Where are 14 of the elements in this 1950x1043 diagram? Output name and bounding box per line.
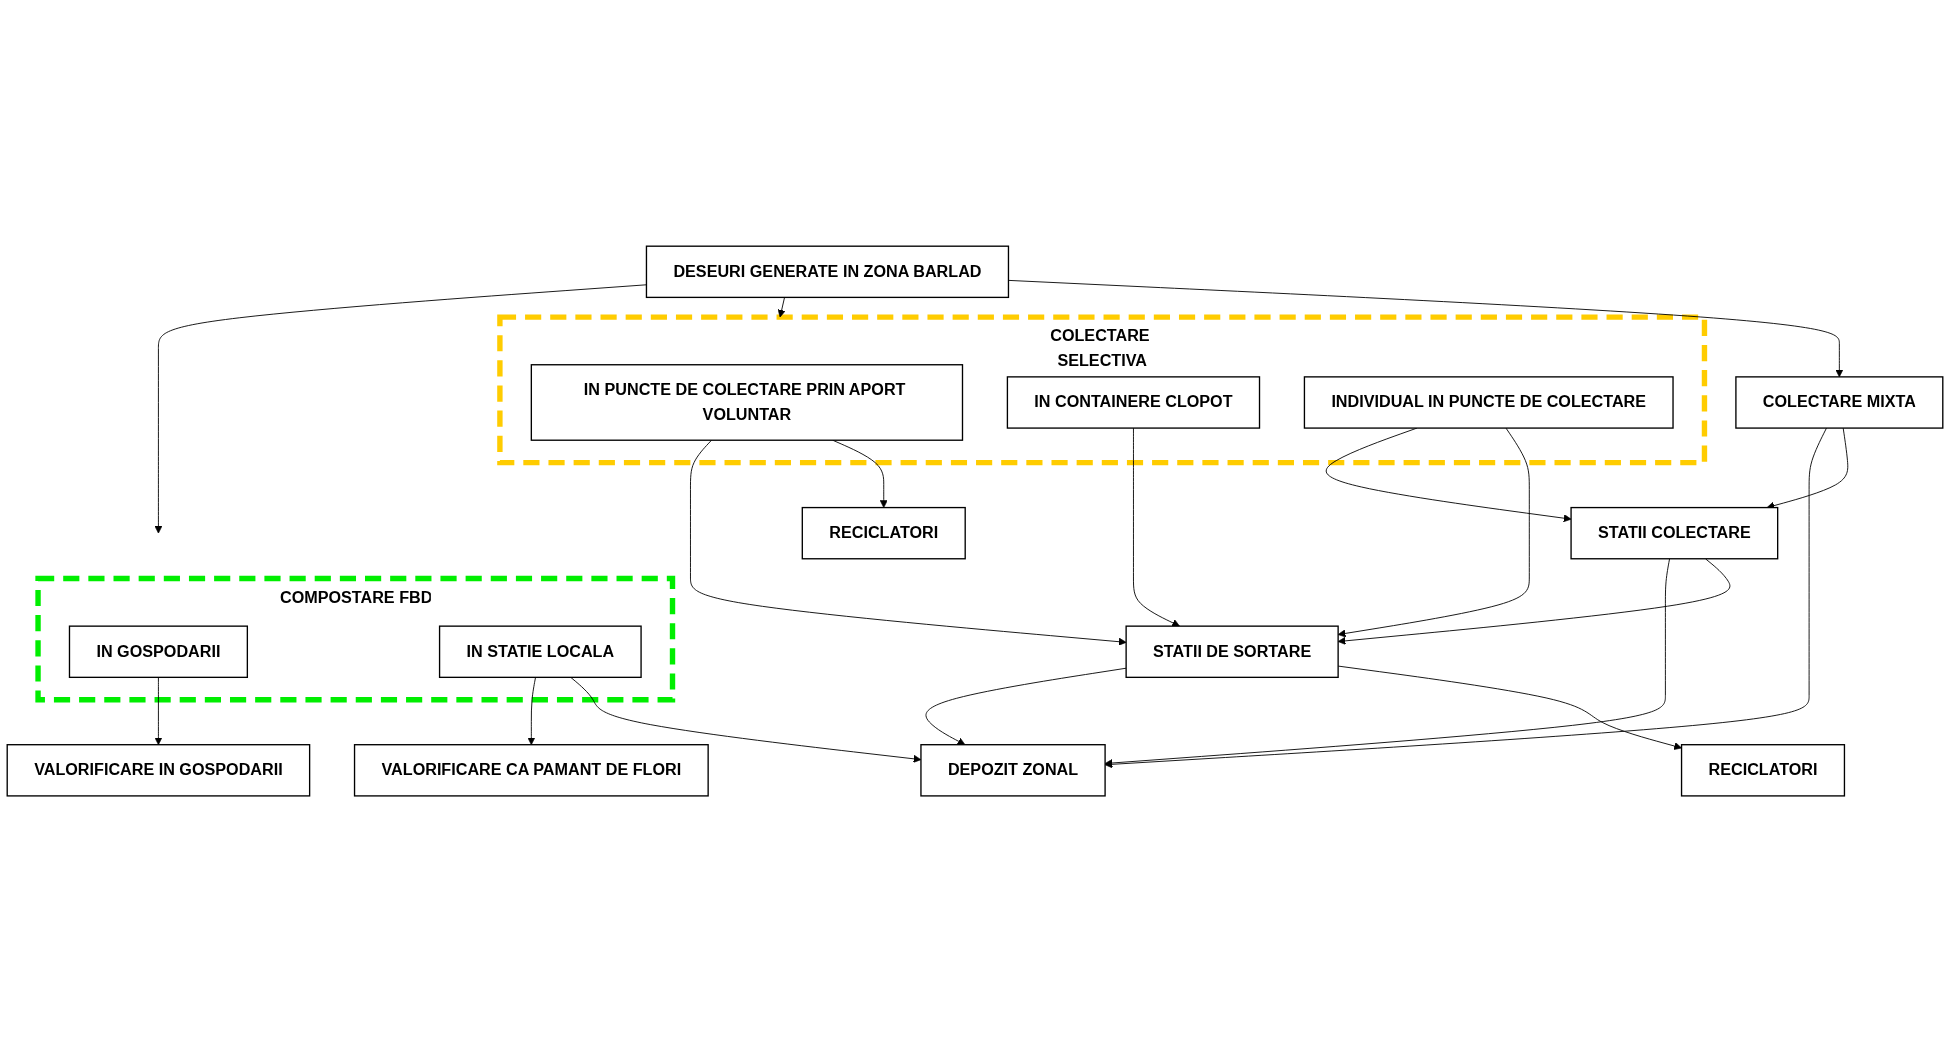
node-box: STATII COLECTARE <box>1570 507 1779 560</box>
node-box: VALORIFICARE IN GOSPODARII <box>6 744 311 798</box>
node-box: IN CONTAINERE CLOPOT <box>1006 376 1261 430</box>
node-box: STATII DE SORTARE <box>1125 625 1339 679</box>
node-box: VALORIFICARE CA PAMANT DE FLORI <box>353 744 709 798</box>
node-box: IN GOSPODARII <box>68 625 249 679</box>
node-box: IN PUNCTE DE COLECTARE PRIN APORT VOLUNTAR <box>530 364 964 442</box>
node-box: IN STATIE LOCALA <box>438 625 642 679</box>
node-box: RECICLATORI <box>801 507 966 560</box>
node-box: INDIVIDUAL IN PUNCTE DE COLECTARE <box>1303 376 1674 430</box>
node-box: COLECTARE MIXTA <box>1735 376 1944 430</box>
node-box: RECICLATORI <box>1680 744 1846 798</box>
node-box: DEPOZIT ZONAL <box>920 744 1106 798</box>
node-box: DESEURI GENERATE IN ZONA BARLAD <box>645 245 1010 299</box>
